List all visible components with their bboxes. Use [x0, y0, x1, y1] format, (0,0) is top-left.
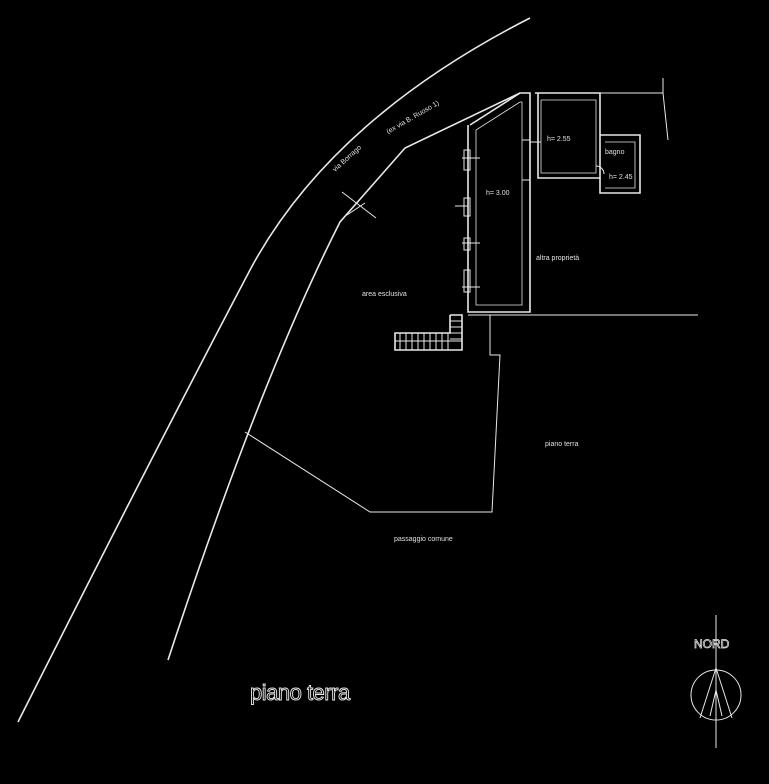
- north-label: NORD: [694, 637, 730, 651]
- bathroom-door-arc: [595, 165, 605, 175]
- street-number-label: (ex via B. Ruoso 1): [386, 100, 441, 136]
- entrance-marker: [346, 202, 366, 216]
- adjacent-property-line: [600, 78, 664, 94]
- bathroom-height-label: h= 2.45: [609, 174, 633, 181]
- north-arrow-icon: [690, 615, 742, 748]
- street-outer-edge: [17, 17, 531, 723]
- adjacent-property-line: [662, 92, 669, 141]
- exclusive-area-boundary: [244, 315, 501, 513]
- bathroom-outline: [599, 134, 641, 194]
- long-room-inner-wall: [475, 101, 523, 306]
- common-passage-label: passaggio comune: [394, 536, 453, 543]
- stairs: [394, 314, 463, 351]
- window-marks: [455, 139, 530, 293]
- ground-floor-area-label: piano terra: [545, 441, 579, 448]
- exclusive-area-label: area esclusiva: [362, 291, 407, 298]
- drawing-title: piano terra: [250, 680, 351, 705]
- entrance-marker: [341, 191, 377, 219]
- street-name-label: via Borrago: [332, 144, 363, 173]
- other-property-label: altra proprietà: [536, 255, 579, 262]
- room-height-label: h= 2.55: [547, 136, 571, 143]
- bathroom-inner: [605, 141, 636, 189]
- bathroom-label: bagno: [605, 149, 625, 156]
- room-height-label: h= 3.00: [486, 190, 510, 197]
- upper-room-inner: [540, 99, 597, 174]
- street-inner-edge: [167, 92, 521, 661]
- building-outline: [467, 92, 531, 313]
